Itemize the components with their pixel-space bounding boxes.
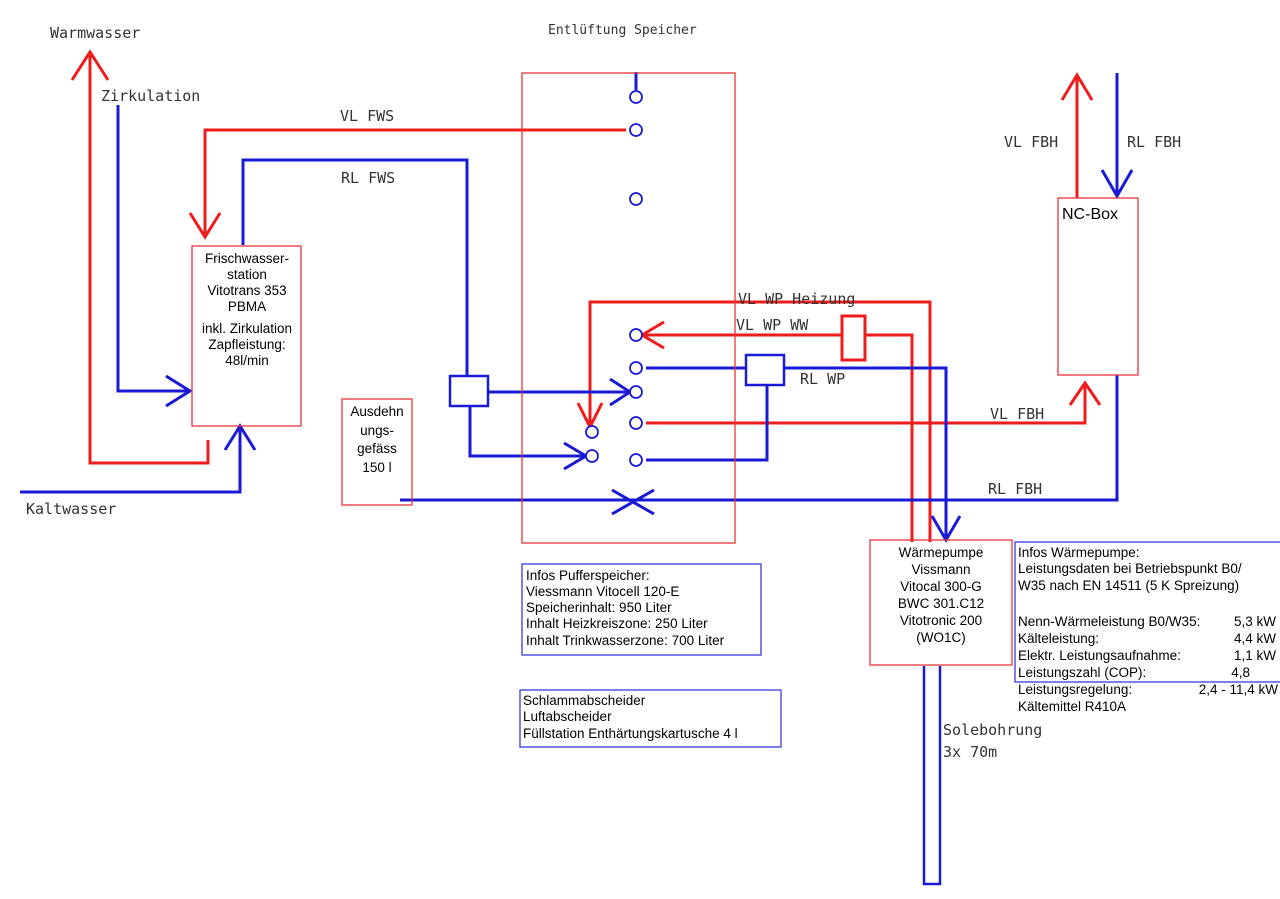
label-vl-fbh-top: VL FBH	[1004, 133, 1058, 151]
pufferspeicher-line-1: Infos Pufferspeicher:	[526, 568, 650, 583]
frischwasserstation-line-1: Frischwasser-	[205, 251, 289, 266]
wp-info-line-1: Infos Wärmepumpe:	[1018, 545, 1140, 560]
label-zirkulation: Zirkulation	[101, 87, 200, 105]
port-vl-wp-ww	[629, 328, 643, 342]
waermepumpe-line-6: (WO1C)	[916, 630, 966, 645]
wp-row-label: Elektr. Leistungsaufnahme:	[1018, 648, 1181, 663]
label-vl-wp-ww: VL WP WW	[736, 316, 809, 334]
pipe-kaltwasser	[20, 426, 242, 494]
valve-ww	[840, 314, 867, 362]
port-rl-wp-bottom	[629, 453, 643, 467]
label-warmwasser: Warmwasser	[50, 24, 140, 42]
ausdehnungsgefaess-line-4: 150 l	[362, 460, 391, 475]
waermepumpe-line-5: Vitotronic 200	[900, 613, 982, 628]
pipe-rl-wp-2	[784, 366, 948, 540]
wp-row-label: Leistungszahl (COP):	[1018, 665, 1146, 680]
frischwasserstation-line-3: Vitotrans 353	[207, 283, 286, 298]
port-rl-fws-lower	[585, 449, 599, 463]
info-box-zubehoer	[519, 689, 782, 748]
pipe-rl-fws-lower	[468, 406, 584, 458]
frischwasserstation-line-4: PBMA	[228, 299, 266, 314]
label-vl-fbh: VL FBH	[990, 405, 1044, 423]
nc-box	[1057, 197, 1139, 376]
speicher-box	[521, 72, 736, 544]
label-solebohrung-1: Solebohrung	[943, 721, 1042, 739]
nc-box-label: NC-Box	[1062, 206, 1118, 223]
zubehoer-line-3: Füllstation Enthärtungskartusche 4 l	[523, 726, 738, 741]
frischwasserstation-line-5: inkl. Zirkulation	[202, 321, 292, 336]
pipe-vl-fws	[203, 128, 626, 235]
wp-row-label: Nenn-Wärmeleistung B0/W35:	[1018, 614, 1200, 629]
arrow-warmwasser	[70, 49, 110, 81]
pipe-rl-fws	[241, 158, 469, 376]
info-box-pufferspeicher	[521, 563, 762, 656]
wp-info-line-3: W35 nach EN 14511 (5 K Spreizung)	[1018, 578, 1239, 593]
label-entlueftung: Entlüftung Speicher	[548, 23, 697, 38]
wp-row-label: Leistungsregelung:	[1018, 682, 1132, 697]
pipe-vl-fbh	[646, 383, 1087, 425]
zubehoer-line-2: Luftabscheider	[523, 709, 612, 724]
zubehoer-line-1: Schlammabscheider	[523, 693, 646, 708]
port-empty	[629, 192, 643, 206]
ausdehnungsgefaess-line-1: Ausdehn	[350, 404, 403, 419]
pipe-warmwasser	[88, 52, 210, 465]
wp-row-value: 4,8	[1231, 665, 1250, 680]
wp-row-value: 2,4 - 11,4 kW	[1199, 682, 1279, 697]
waermepumpe-line-3: Vitocal 300-G	[900, 579, 982, 594]
wp-row-value: 4,4 kW	[1234, 631, 1276, 646]
port-vl-wp-heizung	[585, 425, 599, 439]
label-rl-fbh-top: RL FBH	[1127, 133, 1181, 151]
x-valve	[611, 488, 655, 516]
port-entlueftung	[629, 90, 643, 104]
label-rl-wp: RL WP	[800, 370, 845, 388]
wp-info-line-2: Leistungsdaten bei Betriebspunkt B0/	[1018, 561, 1242, 576]
frischwasserstation-line-6: Zapfleistung:	[208, 337, 285, 352]
label-solebohrung-2: 3x 70m	[943, 743, 997, 761]
valve-rl-wp	[744, 353, 786, 387]
pipe-zirkulation	[116, 105, 188, 393]
info-box-waermepumpe	[1014, 541, 1280, 683]
wp-row-label: Kälteleistung:	[1018, 631, 1099, 646]
pipe-solebohrung	[922, 666, 942, 886]
pufferspeicher-line-3: Speicherinhalt: 950 Liter	[526, 600, 672, 615]
waermepumpe-box	[869, 539, 1013, 666]
label-vl-fws: VL FWS	[340, 107, 394, 125]
air-separator	[448, 374, 490, 408]
pufferspeicher-line-2: Viessmann Vitocell 120-E	[526, 584, 679, 599]
waermepumpe-line-1: Wärmepumpe	[899, 545, 984, 560]
ausdehnungsgefaess-line-3: gefäss	[357, 441, 397, 456]
label-rl-fbh: RL FBH	[988, 480, 1042, 498]
wp-row-value: 5,3 kW	[1234, 614, 1276, 629]
port-vl-fbh	[629, 416, 643, 430]
arrow-zirkulation	[165, 374, 193, 408]
frischwasserstation-line-2: station	[227, 267, 267, 282]
wp-kaeltemittel: Kältemittel R410A	[1018, 699, 1126, 714]
label-vl-wp-heizung: VL WP Heizung	[738, 290, 855, 308]
port-vl-fws	[629, 123, 643, 137]
waermepumpe-line-2: Vissmann	[911, 562, 970, 577]
pipe-vl-wp-ww	[865, 333, 914, 542]
port-rl-wp	[629, 361, 643, 375]
arrow-vl-fws	[188, 212, 222, 240]
port-rl-fws	[629, 385, 643, 399]
pipe-rl-wp-bottom	[646, 385, 769, 462]
label-rl-fws: RL FWS	[341, 169, 395, 187]
frischwasserstation-box	[191, 245, 302, 427]
arrow-vl-fbh	[1068, 380, 1102, 406]
pufferspeicher-line-4: Inhalt Heizkreiszone: 250 Liter	[526, 616, 708, 631]
ausdehnungsgefaess-line-2: ungs-	[360, 423, 394, 438]
ausdehnungsgefaess-box	[341, 398, 413, 506]
wp-row-value: 1,1 kW	[1234, 648, 1276, 663]
waermepumpe-line-4: BWC 301.C12	[898, 596, 984, 611]
arrow-vl-fbh-out	[1060, 72, 1094, 101]
label-kaltwasser: Kaltwasser	[26, 500, 116, 518]
frischwasserstation-line-7: 48l/min	[225, 353, 269, 368]
arrow-rl-fbh-in	[1100, 169, 1134, 200]
pufferspeicher-line-5: Inhalt Trinkwasserzone: 700 Liter	[526, 633, 725, 648]
